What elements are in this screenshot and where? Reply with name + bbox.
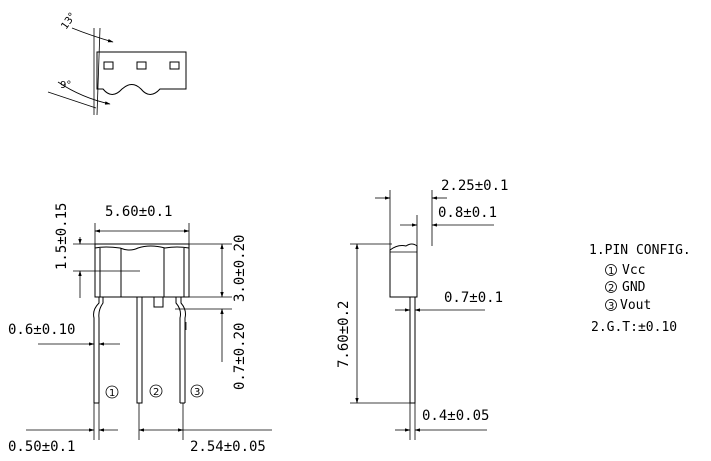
pin-config-name-1: Vcc <box>622 263 645 278</box>
angle-upper-label: 13° <box>59 11 78 32</box>
top-view: 13° 9° <box>47 11 187 116</box>
pin-config-num-3: 3 <box>608 301 614 312</box>
front-pin-mark-2: 2 <box>153 387 159 398</box>
pin-config-gt: 2.G.T:±0.10 <box>591 320 677 335</box>
dim-pitch: 2.54±0.05 <box>190 439 266 455</box>
pin-config-num-1: 1 <box>608 266 614 277</box>
front-lead-1 <box>93 297 104 403</box>
front-lead-3 <box>175 297 186 403</box>
dim-total-depth: 2.25±0.1 <box>441 178 508 194</box>
pin-config-name-2: GND <box>622 280 646 295</box>
dim-body-height: 3.0±0.20 <box>232 235 248 302</box>
pin-config-name-3: Vout <box>620 298 651 313</box>
side-lead <box>409 296 416 404</box>
top-view-outline <box>96 51 187 95</box>
top-view-pin-hole-1 <box>103 61 114 70</box>
dim-lead-width: 0.50±0.1 <box>8 439 75 455</box>
dim-top-height: 1.5±0.15 <box>54 203 70 270</box>
side-view: 2.25±0.1 0.8±0.1 0.7±0.1 7.60±0.2 0.4±0.… <box>336 178 508 440</box>
front-pin-mark-1: 1 <box>109 388 115 399</box>
pin-config-title: 1.PIN CONFIG. <box>589 243 691 258</box>
dim-lead-thickness: 0.4±0.05 <box>422 408 489 424</box>
angle-lower-label: 9° <box>60 80 71 91</box>
pin-config-num-2: 2 <box>608 283 614 294</box>
top-view-pin-hole-2 <box>136 61 147 70</box>
front-body <box>94 243 190 298</box>
front-view: 1 2 3 5.60±0.1 1.5±0.15 3.0±0.20 0.7±0.2… <box>8 203 272 455</box>
pin-config: 1.PIN CONFIG. 1 Vcc 2 GND 3 Vout 2.G.T:±… <box>589 243 691 335</box>
dim-lead-bend: 0.7±0.20 <box>232 323 248 390</box>
dim-lead-width-wide: 0.6±0.10 <box>8 322 75 338</box>
dim-body-width: 5.60±0.1 <box>105 204 172 220</box>
front-pin-mark-3: 3 <box>194 387 200 398</box>
front-lead-2 <box>136 296 143 404</box>
top-view-pin-hole-3 <box>169 61 180 70</box>
dim-total-height: 7.60±0.2 <box>336 301 352 368</box>
dim-lead-offset: 0.7±0.1 <box>444 290 503 306</box>
dim-top-depth: 0.8±0.1 <box>438 205 497 221</box>
